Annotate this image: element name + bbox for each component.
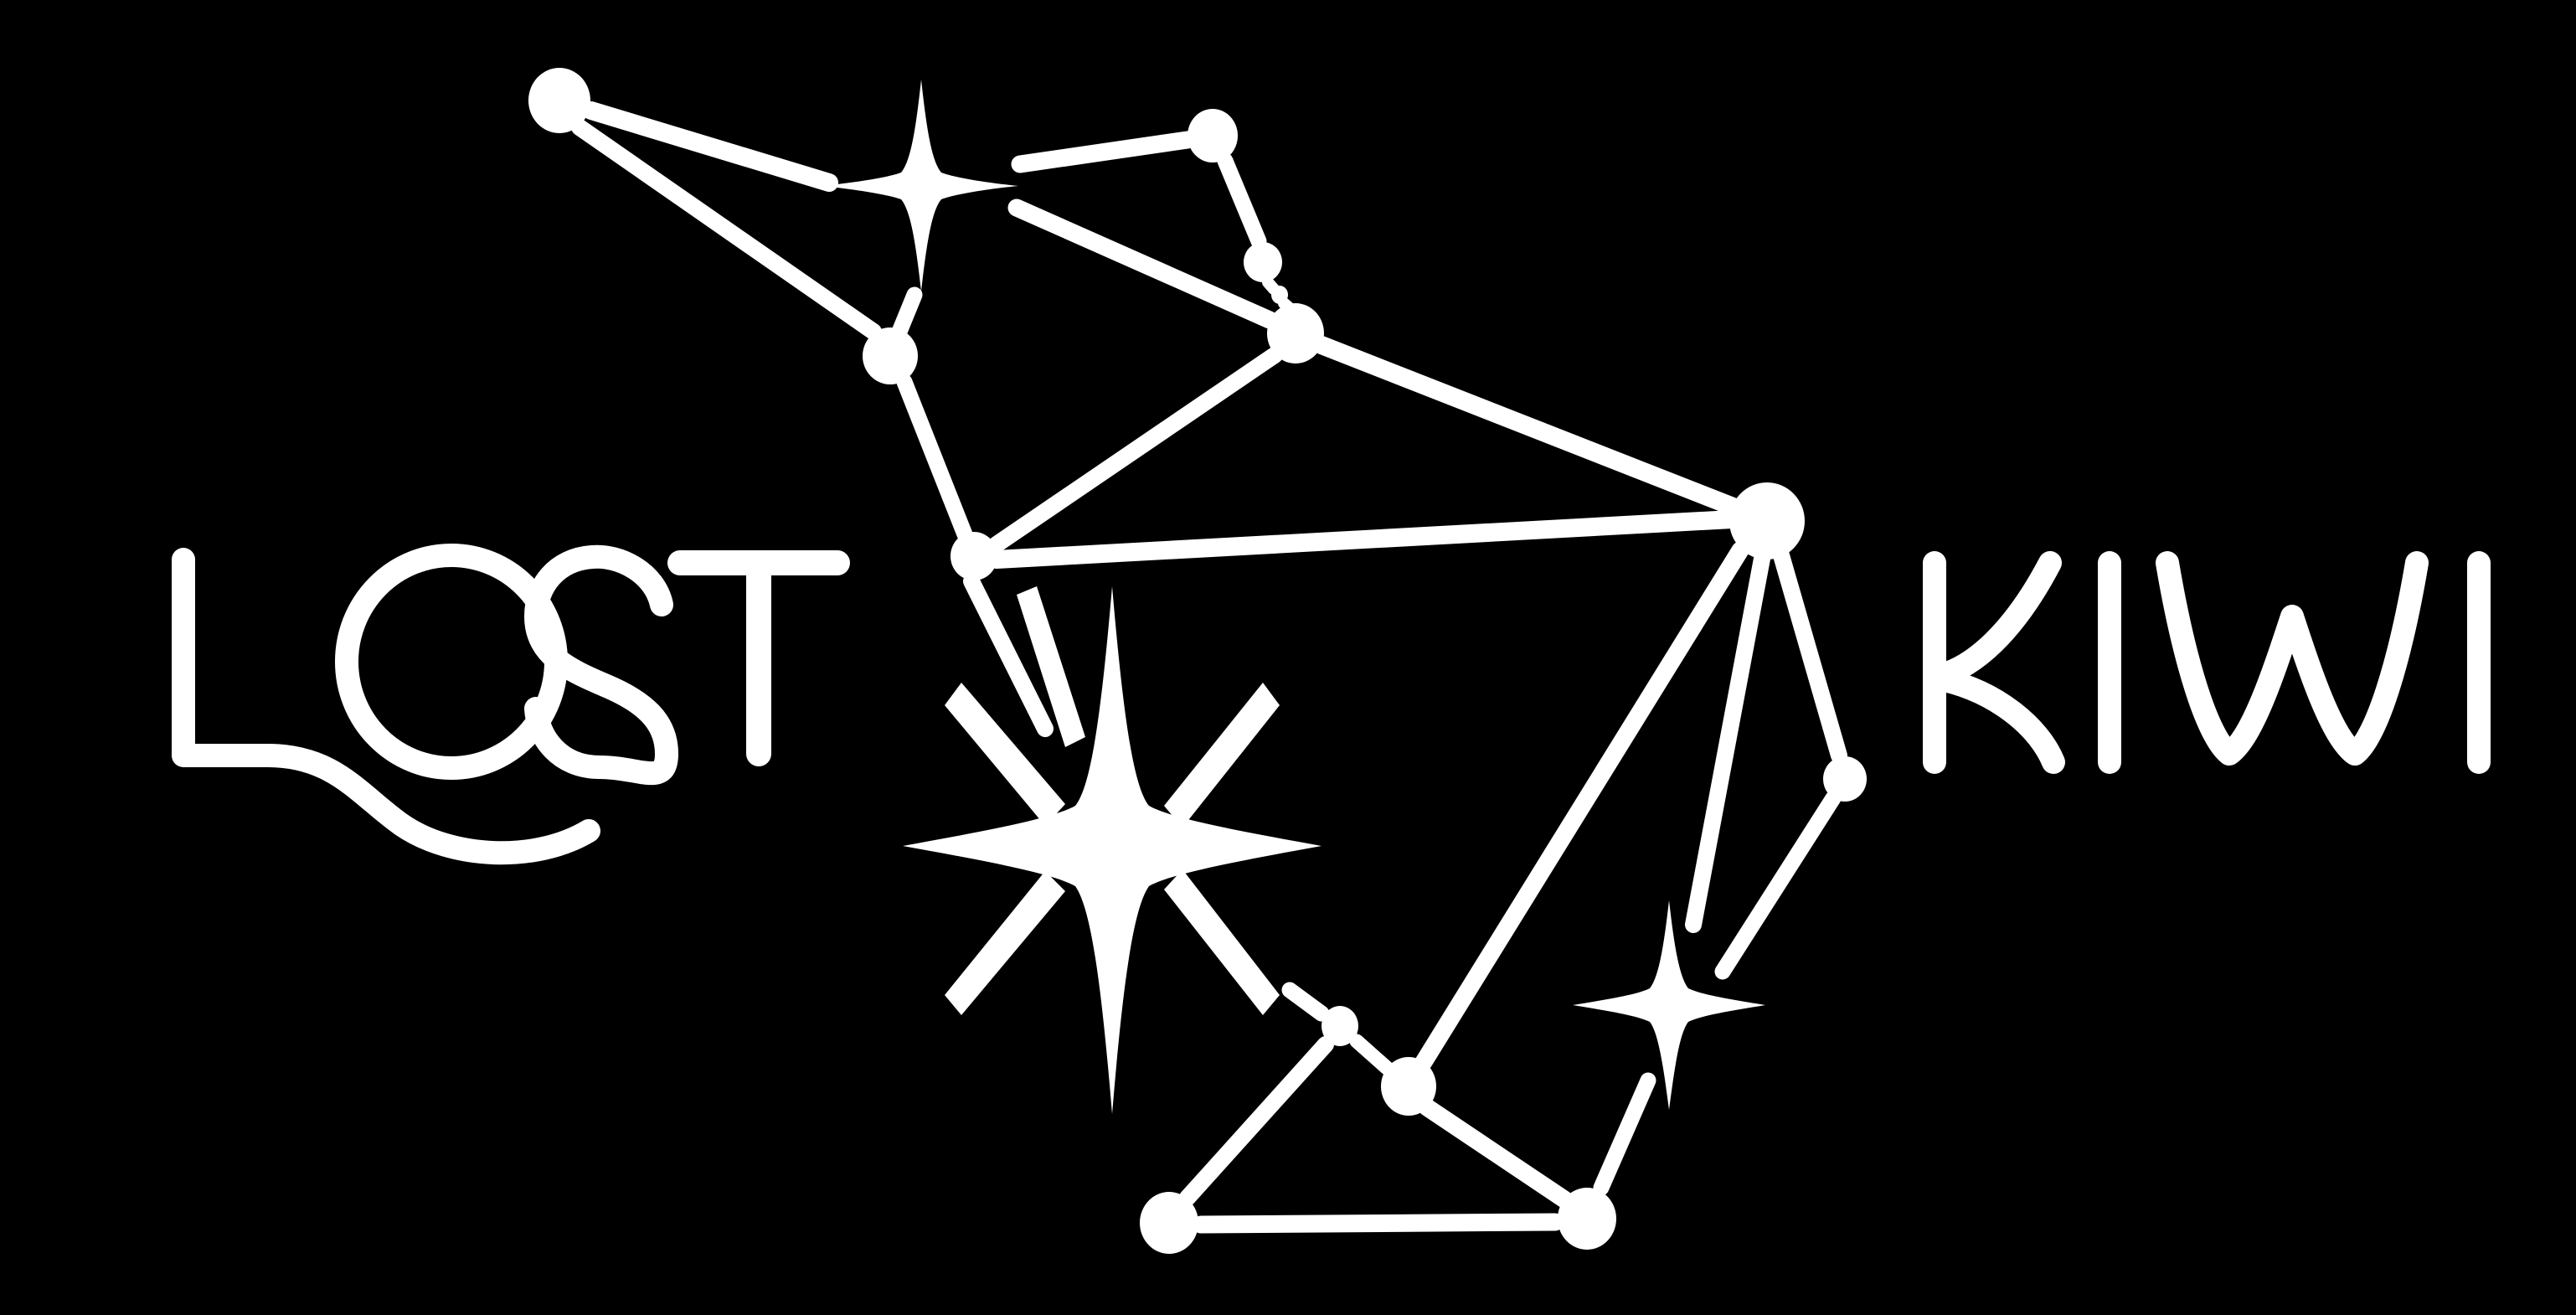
link-midright-hub xyxy=(1312,336,1744,517)
link-smalllowermid-bottomleft xyxy=(1179,1036,1334,1206)
star-node-right-lower xyxy=(1823,756,1867,802)
star-node-upper-right xyxy=(1188,109,1238,162)
sparkle-ray-upper-left xyxy=(945,683,1065,826)
sparkle-ray-upper-right xyxy=(1164,683,1280,828)
link-sparkle-midright xyxy=(1007,199,1279,329)
sparkle-lower-small xyxy=(1573,900,1765,1110)
star-node-center-left xyxy=(951,532,997,580)
link-centerleft-bottomleft xyxy=(963,573,1054,737)
link-lowermid-bottomright xyxy=(1418,1098,1574,1209)
link-hub-sparkle-lower xyxy=(1685,550,1770,933)
star-node-bottom-right xyxy=(1558,1188,1616,1250)
constellation-links xyxy=(571,101,1847,1234)
link-bottomleft-bottomright xyxy=(1192,1213,1564,1234)
letter-L-with-swash xyxy=(172,548,600,865)
link-hub-rightlower xyxy=(1773,547,1847,764)
link-upperright-smallright xyxy=(1217,152,1267,250)
link-smalllowermid-lowermid xyxy=(1349,1034,1394,1075)
link-sparkle-upperright xyxy=(1011,131,1197,173)
star-node-tiny-right xyxy=(1271,286,1288,304)
wordmark-lost xyxy=(172,544,850,865)
sparkle-center-large xyxy=(903,586,1321,1114)
link-centerleft-hub xyxy=(987,510,1741,569)
sparkle-ray-thin-upper-left xyxy=(1017,586,1085,747)
link-sparkle-smalllowermid xyxy=(1281,982,1330,1022)
constellation-nodes xyxy=(528,68,1867,1254)
sparkle-top-medium xyxy=(822,80,1018,291)
link-rightlower-sparkle xyxy=(1714,790,1842,980)
link-centerleft-midright xyxy=(988,347,1283,553)
star-node-mid-right xyxy=(1267,303,1324,364)
letter-K-lower-leg xyxy=(1933,668,2065,774)
link-hub-lowermid xyxy=(1414,541,1749,1071)
star-node-bottom-left xyxy=(1140,1192,1198,1254)
star-node-lower-mid xyxy=(1381,1057,1436,1116)
star-node-top-left xyxy=(528,68,590,133)
link-topleft-sparkle xyxy=(582,101,838,192)
link-sparkle-bottomright xyxy=(1593,1072,1656,1196)
star-node-small-right xyxy=(1244,242,1282,282)
letter-T xyxy=(667,550,850,766)
star-node-hub-right xyxy=(1729,482,1805,560)
sparkle-ray-lower-left xyxy=(945,871,1065,1015)
letter-W xyxy=(2156,551,2429,766)
link-sparkle-midleft xyxy=(891,286,923,340)
star-node-mid-left xyxy=(863,327,918,384)
star-node-small-lower-mid xyxy=(1321,1006,1358,1046)
letter-S xyxy=(524,544,678,786)
link-midleft-centerleft xyxy=(896,374,973,543)
wordmark-kiwi xyxy=(1923,551,2491,774)
sparkle-ray-lower-right xyxy=(1164,869,1280,1015)
link-topleft-midleft xyxy=(571,119,882,340)
link-smallright-tiny xyxy=(1262,276,1280,295)
